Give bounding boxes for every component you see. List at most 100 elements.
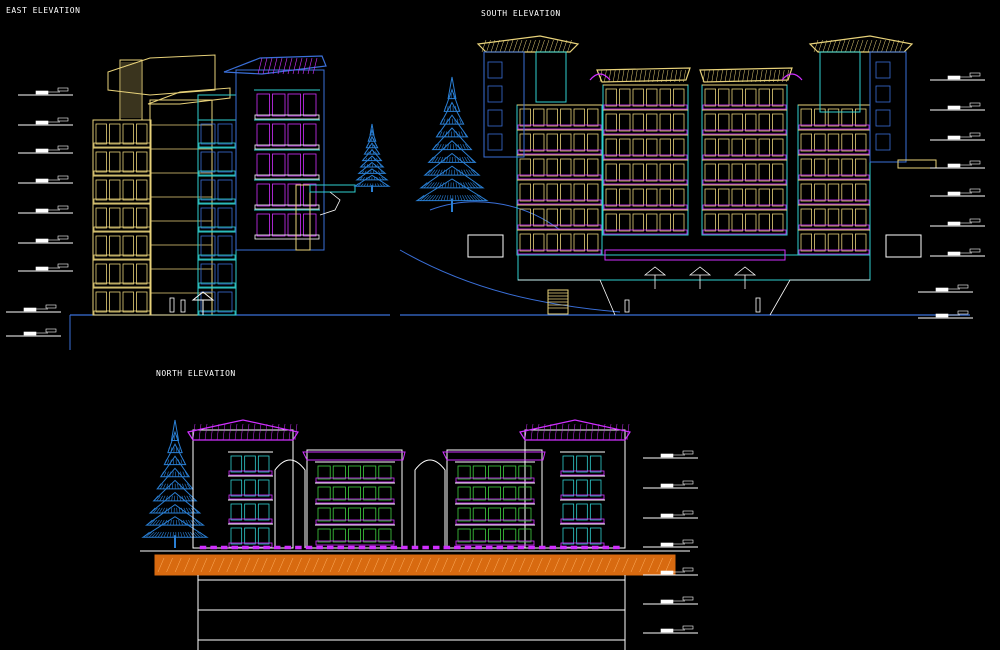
south-pine-tree bbox=[415, 76, 489, 212]
tree-needle bbox=[367, 151, 369, 155]
tree-needle bbox=[184, 483, 188, 489]
tree-needle bbox=[479, 194, 487, 201]
tree-tier bbox=[170, 419, 180, 441]
south-roof-midleft bbox=[596, 67, 691, 83]
tree-needle bbox=[436, 131, 440, 137]
north-wing-left-roof-hatch bbox=[258, 423, 262, 441]
east-tower-left-window bbox=[136, 179, 148, 201]
tree-tier bbox=[163, 443, 187, 466]
tree-needle bbox=[156, 483, 162, 490]
south-wing-midright-window bbox=[731, 213, 743, 232]
north-wing-right-roof-hatch bbox=[566, 423, 570, 441]
south-roof-hatch bbox=[634, 69, 638, 83]
tree-needle bbox=[459, 195, 463, 201]
south-wing-midright-balcony-rail bbox=[702, 154, 787, 160]
north-block-left-window bbox=[317, 528, 331, 543]
south-wing-left-balcony-rail bbox=[517, 199, 602, 205]
tree-needle bbox=[464, 195, 469, 201]
tree-needle bbox=[148, 531, 155, 538]
tree-needle bbox=[419, 194, 427, 201]
east-rear-block-balcony-rail bbox=[254, 174, 320, 180]
north-soil-hatch bbox=[389, 557, 397, 573]
east-rear-block-window bbox=[272, 183, 286, 207]
south-wing-left-window bbox=[519, 183, 531, 202]
east-rear-roof-hatch bbox=[302, 57, 308, 75]
tree-needle bbox=[461, 156, 465, 163]
north-wing-right-roof-hatch bbox=[548, 423, 552, 441]
north-wing-left-window bbox=[244, 527, 256, 545]
tree-needle bbox=[433, 169, 438, 176]
north-soil-hatch bbox=[570, 557, 578, 573]
south-core-right bbox=[819, 51, 861, 113]
marker-block bbox=[35, 120, 49, 125]
north-base-planter bbox=[273, 545, 281, 550]
east-tower-left-window bbox=[109, 291, 121, 313]
south-roof-hatch bbox=[617, 69, 620, 83]
south-wing-midleft-window bbox=[659, 138, 671, 157]
south-roof-hatch bbox=[707, 69, 710, 83]
tree-needle bbox=[435, 144, 440, 150]
south-wing-right-window bbox=[814, 158, 826, 177]
south-wing-left-window bbox=[560, 233, 572, 252]
north-base-planter bbox=[591, 545, 599, 550]
north-block-left-window bbox=[317, 507, 331, 522]
north-base-planter bbox=[242, 545, 249, 550]
east-block-cyan-balcony-rail bbox=[198, 254, 236, 260]
marker-tag bbox=[682, 539, 694, 544]
south-roof-hatch bbox=[863, 39, 868, 53]
tree-needle bbox=[440, 195, 444, 201]
tree-needle bbox=[429, 182, 435, 189]
east-block-cyan-window bbox=[217, 207, 233, 229]
tree-needle bbox=[161, 507, 165, 514]
south-wing-right-window bbox=[855, 108, 867, 127]
north-block-right-balcony-rail bbox=[455, 540, 535, 546]
north-base-planter bbox=[602, 545, 610, 550]
marker-block bbox=[35, 208, 49, 213]
north-soil-hatch bbox=[286, 557, 294, 573]
tree-needle bbox=[422, 194, 430, 201]
south-roof-hatch bbox=[840, 39, 846, 53]
south-wing-right-window bbox=[827, 208, 840, 227]
north-soil-hatch bbox=[630, 557, 638, 573]
north-wing-left-window bbox=[244, 479, 256, 497]
south-wing-left-window bbox=[560, 108, 572, 127]
north-soil-hatch bbox=[544, 557, 552, 573]
south-wing-left-window bbox=[587, 158, 599, 177]
north-base-planter bbox=[443, 545, 451, 550]
north-soil-hatch bbox=[579, 557, 586, 573]
south-wing-midleft-window bbox=[673, 213, 685, 232]
north-wing-right-roof-hatch bbox=[626, 423, 630, 441]
marker-tag bbox=[957, 284, 969, 289]
tree-needle bbox=[158, 507, 163, 514]
north-block-right-window bbox=[472, 486, 486, 501]
north-wing-left-roof-hatch bbox=[198, 423, 202, 441]
south-wing-right-window bbox=[814, 233, 826, 252]
north-level-marker bbox=[643, 567, 698, 576]
tree-tier bbox=[435, 114, 469, 138]
east-level-marker bbox=[18, 235, 73, 244]
north-wing-left-window bbox=[230, 503, 243, 521]
tree-needle bbox=[364, 170, 367, 174]
north-wing-right-roof-hatch bbox=[620, 423, 624, 441]
east-tower-left-window bbox=[122, 207, 134, 229]
tree-needle bbox=[367, 138, 370, 142]
north-base-planter bbox=[570, 545, 578, 550]
north-wing-left-roof-hatch bbox=[204, 423, 208, 441]
north-wing-left-window bbox=[230, 527, 243, 545]
marker-tag bbox=[682, 567, 694, 572]
east-tower-left-window bbox=[122, 263, 134, 285]
south-wing-midleft-window bbox=[659, 188, 671, 207]
south-roof-hatch bbox=[715, 69, 719, 83]
south-wing-right-balcony-rail bbox=[798, 199, 870, 205]
south-wing-midleft-window bbox=[605, 188, 617, 207]
tree-needle bbox=[176, 495, 178, 501]
tree-needle bbox=[469, 195, 475, 201]
tree-needle bbox=[149, 519, 155, 526]
tree-needle bbox=[162, 495, 166, 502]
north-block-left-window bbox=[363, 528, 377, 543]
south-roof-hatch bbox=[831, 39, 837, 53]
north-soil-hatch bbox=[183, 557, 191, 573]
tree-needle bbox=[153, 495, 159, 502]
tree-needle bbox=[464, 144, 469, 150]
north-soil-hatch bbox=[295, 557, 302, 573]
